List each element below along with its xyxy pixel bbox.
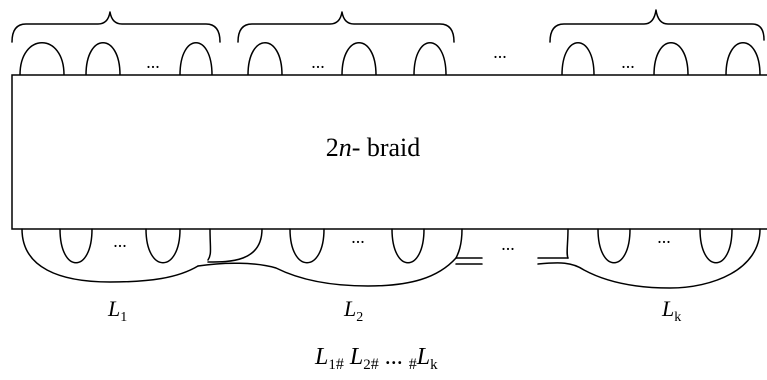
band-connector-2 — [537, 228, 761, 289]
top-cap — [653, 42, 689, 76]
bottom-ellipsis: ... — [351, 227, 365, 247]
bottom-cup — [145, 228, 181, 264]
bottom-cup — [597, 228, 631, 264]
top-ellipsis: ... — [493, 42, 507, 62]
bottom-cup — [391, 228, 425, 264]
top-cap — [85, 42, 121, 76]
bottom-bands — [21, 228, 761, 289]
bottom-cup — [59, 228, 93, 264]
top-ellipsis: ... — [146, 52, 160, 72]
top-cap — [725, 42, 761, 76]
top-brace-2 — [237, 11, 455, 43]
top-caps — [19, 42, 761, 76]
bottom-cups — [59, 228, 733, 264]
band-top-2 — [455, 228, 463, 259]
top-braces — [11, 9, 765, 43]
bottom-cup — [289, 228, 325, 264]
top-cap — [561, 42, 595, 76]
bottom-ellipsis: ... — [657, 227, 671, 247]
top-cap — [179, 42, 213, 76]
label-Lk: Lk — [661, 296, 681, 325]
band-connector-1 — [197, 257, 457, 287]
bottom-ellipsis: ... — [113, 231, 127, 251]
connected-sum-formula: L1#L2# ... #Lk — [314, 344, 438, 373]
top-cap — [247, 42, 283, 76]
band-top-3 — [566, 228, 569, 259]
label-L2: L2 — [343, 296, 363, 325]
top-cap — [19, 42, 65, 76]
band-top-1 — [207, 228, 212, 261]
top-brace-3 — [549, 9, 765, 43]
bottom-ellipsis: ... — [501, 234, 515, 254]
top-cap — [413, 42, 447, 76]
top-brace-1 — [11, 11, 221, 43]
bottom-cup — [699, 228, 733, 264]
top-ellipsis: ... — [311, 52, 325, 72]
bottom-outer-arc-2 — [207, 228, 263, 263]
braid-label: 2n- braid — [326, 133, 421, 162]
label-L1: L1 — [107, 296, 127, 325]
bottom-outer-arc-1 — [21, 228, 199, 283]
top-cap — [341, 42, 377, 76]
top-ellipsis: ... — [621, 52, 635, 72]
braid-box — [11, 74, 767, 230]
